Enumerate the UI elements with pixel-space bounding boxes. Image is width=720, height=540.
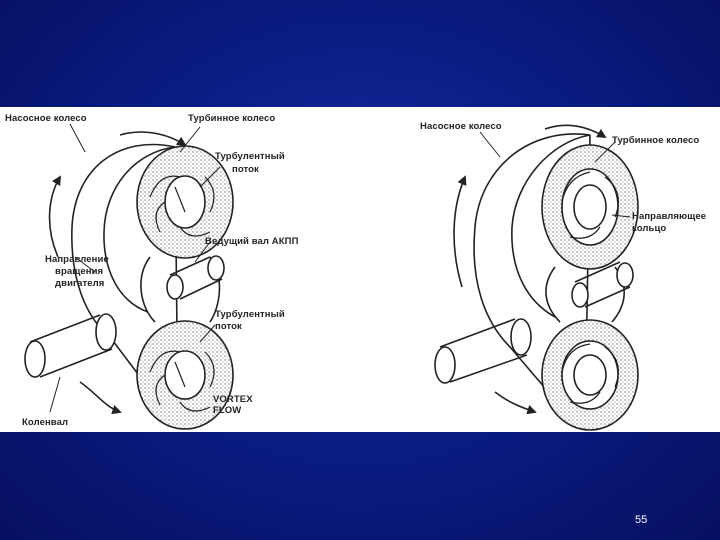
left-crankshaft xyxy=(25,314,116,377)
label-crankshaft: Коленвал xyxy=(22,417,68,428)
right-crankshaft xyxy=(435,319,531,383)
label-turbine-wheel-left: Турбинное колесо xyxy=(188,113,275,124)
label-turbulent-flow-top-2: поток xyxy=(232,164,259,175)
label-vortex-1: VORTEX xyxy=(213,394,253,405)
label-pump-wheel-right: Насосное колесо xyxy=(420,121,502,132)
label-guide-ring-1: Направляющее xyxy=(632,211,706,222)
left-rotation-arrow-bottom xyxy=(80,382,120,412)
page-number: 55 xyxy=(635,514,647,526)
right-rotation-arrow-bottom xyxy=(495,392,535,412)
left-rotation-arrow-top xyxy=(120,132,185,145)
label-rotation-2: вращения xyxy=(55,266,103,277)
label-turbulent-flow-bottom-2: поток xyxy=(215,321,242,332)
diagram-canvas: Насосное колесо Турбинное колесо Турбуле… xyxy=(0,107,720,432)
right-lower-wheel xyxy=(542,320,638,430)
label-turbulent-flow-bottom-1: Турбулентный xyxy=(215,309,285,320)
left-rotation-arrow-left xyxy=(50,177,60,257)
right-torque-converter xyxy=(435,125,638,430)
right-upper-wheel xyxy=(542,145,638,269)
label-drive-shaft: Ведущий вал АКПП xyxy=(205,236,299,247)
label-guide-ring-2: кольцо xyxy=(632,223,666,234)
torque-converter-figure: Насосное колесо Турбинное колесо Турбуле… xyxy=(0,107,720,432)
label-rotation-1: Направление xyxy=(45,254,109,265)
label-turbulent-flow-top-1: Турбулентный xyxy=(215,151,285,162)
label-turbine-wheel-right: Турбинное колесо xyxy=(612,135,699,146)
label-vortex-2: FLOW xyxy=(213,405,241,416)
label-pump-wheel-left: Насосное колесо xyxy=(5,113,87,124)
right-rotation-arrow-left xyxy=(454,177,465,287)
label-rotation-3: двигателя xyxy=(55,278,104,289)
